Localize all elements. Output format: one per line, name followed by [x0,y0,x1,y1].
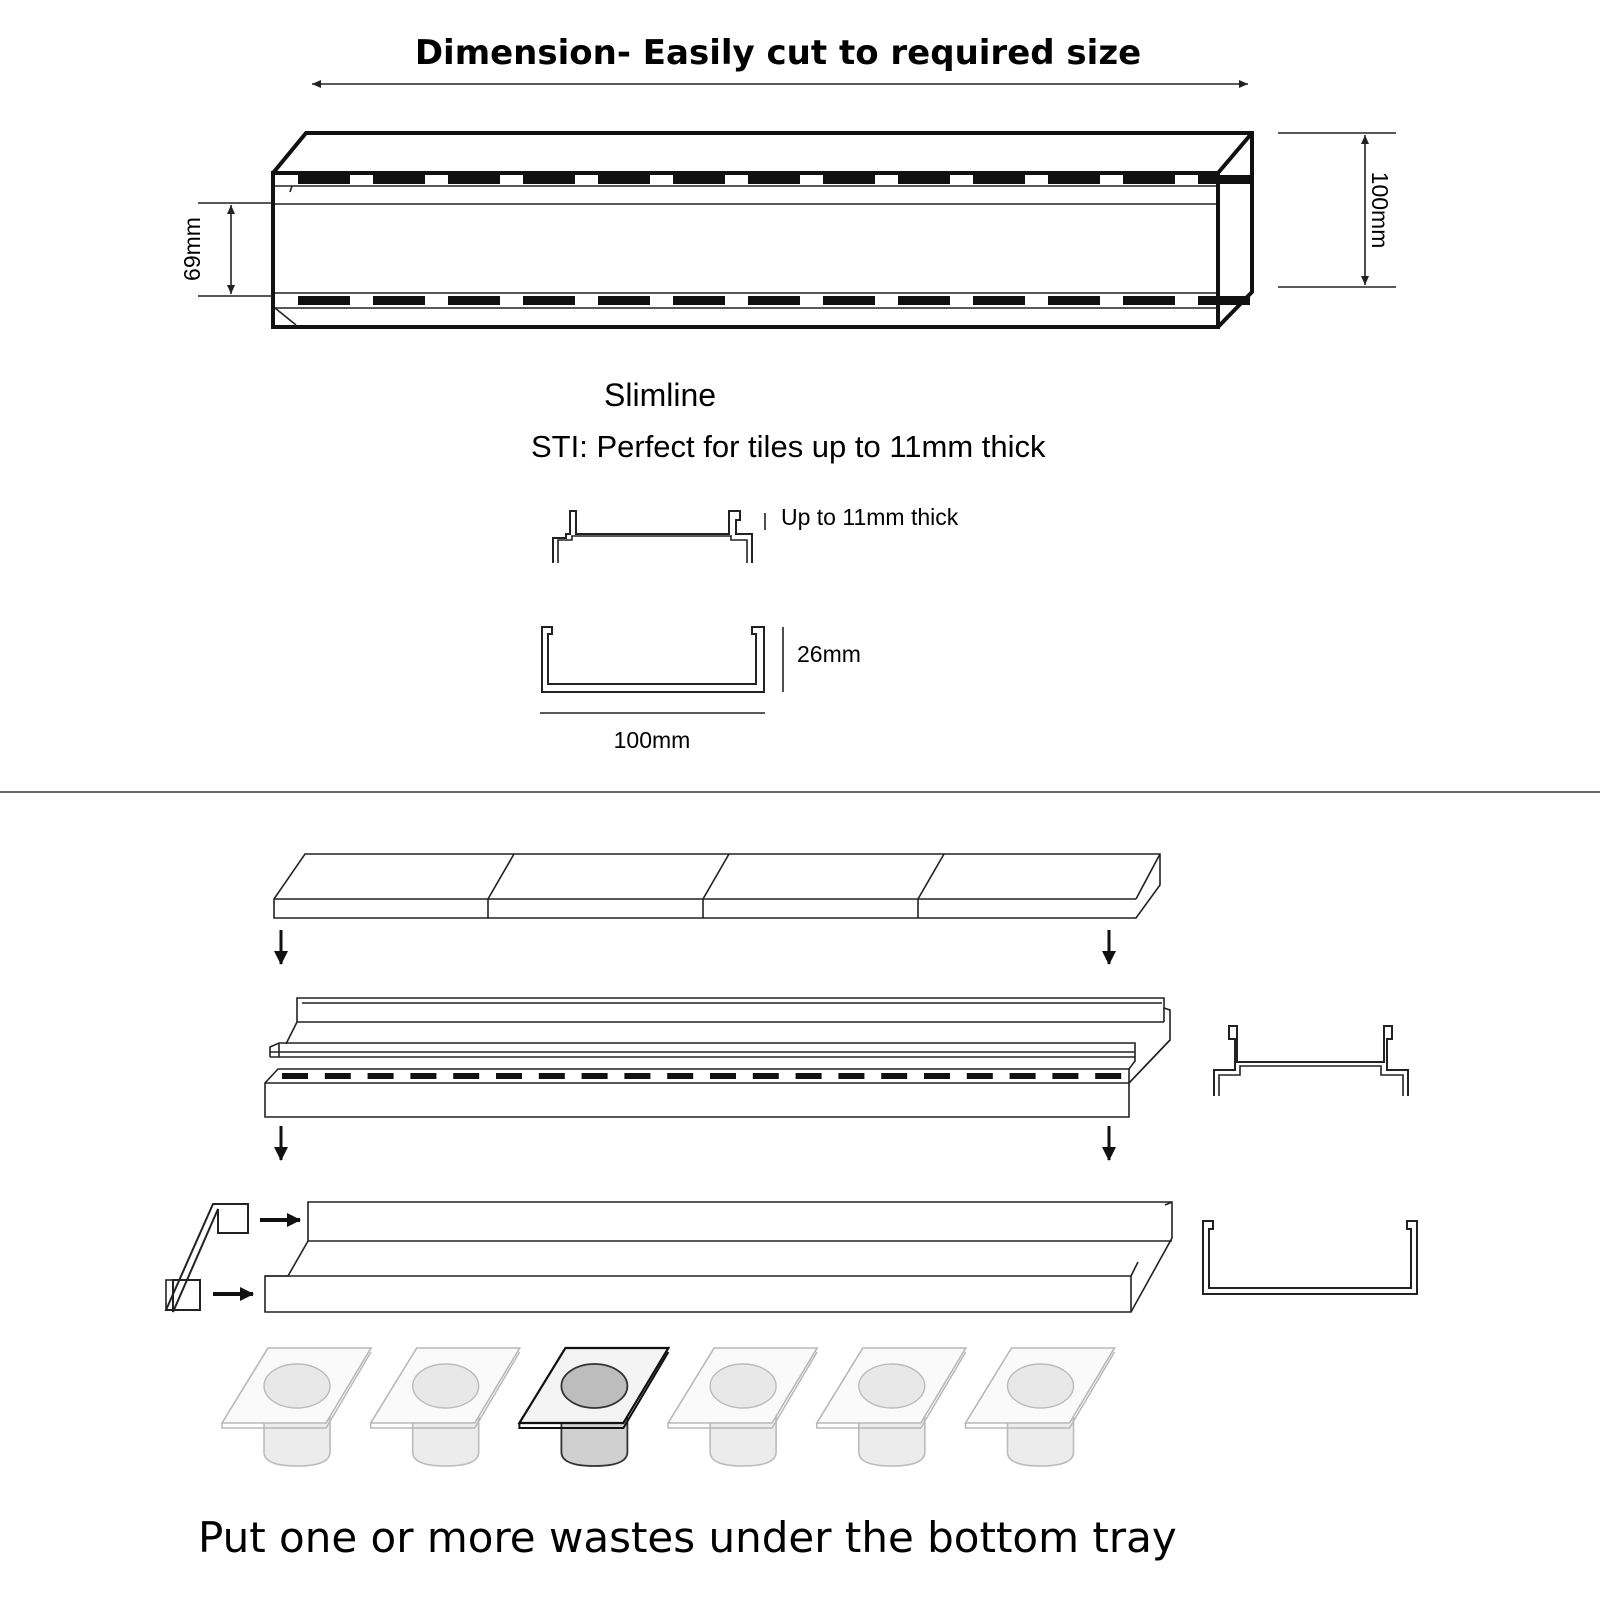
drain-slot [298,296,350,305]
drain-slot [748,175,800,184]
drain-slot [973,175,1025,184]
tile-thickness-note: Up to 11mm thick [781,504,959,530]
grate-slot [624,1073,651,1079]
diagram-title: Dimension- Easily cut to required size [415,33,1141,73]
drain-slot [748,296,800,305]
grate-slot [1009,1073,1036,1079]
waste-outlet [369,1347,522,1467]
grate-slot [282,1073,308,1079]
tray-depth-label: 26mm [797,641,861,667]
drain-slot [1048,175,1100,184]
height-label: 100mm [1367,172,1393,249]
grate-profile-section: Up to 11mm thick [552,504,959,563]
grate-slot [966,1073,993,1079]
slot-row-top [298,175,1250,184]
grate-slot [1095,1073,1122,1079]
grate-slot [881,1073,908,1079]
drain-slot [1048,296,1100,305]
drain-slot [1200,296,1216,305]
waste-outlet [815,1347,968,1467]
channel-drain-isometric [271,131,1254,329]
inner-height-dimension: 69mm [179,202,273,297]
grate-slot [496,1073,522,1079]
waste-outlet [666,1347,819,1467]
caption: Put one or more wastes under the bottom … [198,1513,1177,1562]
grate-slot [453,1073,480,1079]
bottom-tray [264,1201,1173,1313]
drain-slot [523,175,575,184]
drain-slot [1198,296,1250,305]
grate-slot [581,1073,608,1079]
inner-height-label: 69mm [179,217,205,281]
drain-slot [373,296,425,305]
drain-slot [373,175,425,184]
down-arrows-2 [274,1126,1116,1161]
grate-slot [752,1073,779,1079]
down-arrows-1 [274,930,1116,965]
drain-slot [448,175,500,184]
grate-slot [324,1073,351,1079]
drain-slot [298,175,350,184]
grate-frame [264,997,1171,1118]
drain-slot [823,296,875,305]
drain-slot [673,175,725,184]
model-name: Slimline [604,377,716,413]
waste-outlet [517,1346,671,1467]
tray-profile-side [1202,1220,1418,1295]
grate-slot [367,1073,394,1079]
grate-slot [538,1073,565,1079]
tray-width-label: 100mm [614,727,691,753]
drain-slot [598,175,650,184]
drain-slot [673,296,725,305]
grate-profile-side [1213,1025,1409,1096]
drain-slot [898,175,950,184]
drain-slot [1123,175,1175,184]
height-dimension: 100mm [1278,132,1396,288]
drain-slot [1123,296,1175,305]
grate-slot [838,1073,865,1079]
grate-slot [667,1073,694,1079]
grate-slot [795,1073,822,1079]
grate-slot [924,1073,950,1079]
drain-slot [598,296,650,305]
tile-insert-strip [273,853,1161,919]
model-description: STI: Perfect for tiles up to 11mm thick [531,429,1046,464]
grate-slot [1052,1073,1079,1079]
grate-slot [710,1073,736,1079]
drain-slot [823,175,875,184]
drain-slot [448,296,500,305]
drain-slot [1200,175,1216,184]
waste-outlets [220,1346,1116,1467]
drain-slot [973,296,1025,305]
drain-slot [523,296,575,305]
grate-slot-row [282,1073,1122,1079]
slot-row-bottom [298,296,1250,305]
drain-slot [1198,175,1250,184]
drain-slot [898,296,950,305]
grate-slot [410,1073,437,1079]
tray-profile-section: 26mm 100mm [540,626,861,753]
waste-outlet [964,1347,1116,1467]
waste-outlet [220,1347,373,1467]
end-caps [164,1203,301,1313]
